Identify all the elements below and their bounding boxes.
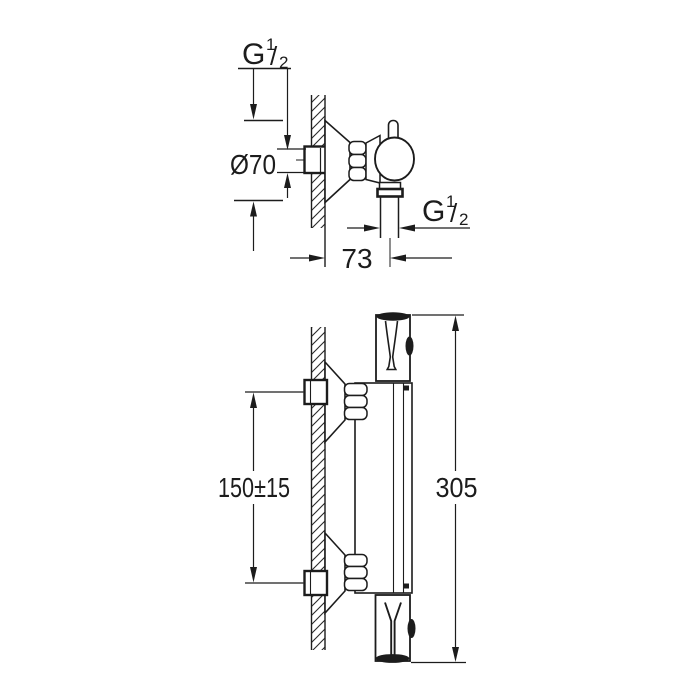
dim-wall-offset: 73 — [290, 243, 452, 274]
escutcheon-top — [324, 359, 346, 445]
dim-overall-height: 305 — [411, 314, 478, 664]
outlet-collar — [376, 181, 404, 198]
arrowhead — [250, 104, 257, 120]
arrowhead — [452, 647, 459, 662]
top-union — [303, 359, 368, 445]
control-knob — [374, 136, 415, 182]
wall-section-front — [310, 327, 326, 650]
escutcheon-diameter-label: Ø70 — [230, 149, 276, 180]
arrowhead — [399, 224, 415, 232]
bottom-handle-stop-button — [407, 619, 416, 638]
outlet-thread-letter: G — [422, 195, 445, 228]
arrowhead — [452, 315, 459, 331]
supply-thread-letter: G — [242, 38, 265, 71]
arrowhead — [364, 224, 380, 232]
dim-outlet-thread: G 1 / 2 — [347, 192, 470, 232]
dim-supply-thread: G 1 / 2 — [238, 35, 306, 198]
escutcheon-side — [324, 118, 351, 205]
wall-hatching — [311, 327, 325, 650]
supply-union-nut-bottom — [303, 569, 329, 597]
top-handle — [375, 312, 414, 382]
arrowhead — [250, 201, 257, 217]
dim-escutcheon-diameter: Ø70 — [230, 68, 283, 251]
arrowhead — [250, 567, 257, 583]
top-handle-stop-button — [405, 336, 414, 356]
wall-section-side — [310, 95, 326, 267]
bottom-handle-cap — [375, 654, 410, 663]
top-handle-grip-notch — [384, 320, 399, 371]
supply-union-nut-top — [303, 378, 329, 406]
body-screw-bottom — [404, 583, 409, 589]
arrowhead — [284, 135, 291, 150]
connection-spacing-label: 150±15 — [218, 472, 290, 503]
front-view: 150±15 305 — [218, 312, 478, 664]
body-screw-top — [404, 385, 409, 391]
bottom-handle — [374, 594, 416, 663]
arrowhead — [284, 173, 291, 188]
outlet-pipe — [379, 196, 400, 267]
collar-nut-side — [348, 140, 367, 182]
top-handle-cap — [376, 312, 410, 321]
arrowhead — [309, 254, 325, 262]
supply-thread-numerator: 1 — [266, 35, 275, 54]
arrowhead — [250, 392, 257, 408]
wall-offset-label: 73 — [341, 243, 372, 274]
outlet-thread-numerator: 1 — [446, 192, 455, 211]
supply-thread-slash: / — [270, 41, 278, 71]
outlet-thread-slash: / — [450, 198, 458, 228]
overall-height-label: 305 — [436, 472, 478, 503]
side-view: G 1 / 2 Ø70 G 1 / 2 — [230, 35, 470, 274]
bottom-union — [303, 530, 368, 616]
outlet-thread-denominator: 2 — [459, 210, 468, 229]
arrowhead — [390, 254, 406, 262]
dim-connection-spacing: 150±15 — [218, 392, 290, 583]
supply-thread-denominator: 2 — [279, 53, 288, 72]
